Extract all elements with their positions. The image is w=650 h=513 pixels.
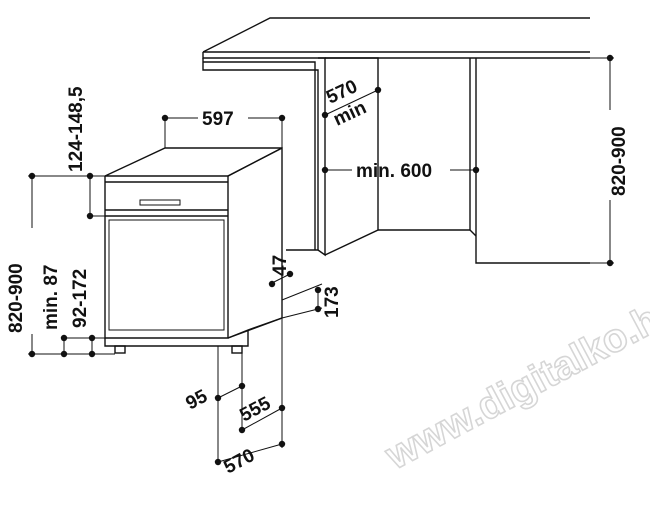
dim-width-597: 597	[161, 109, 286, 148]
dim-top-adjust: 124-148,5	[66, 86, 105, 220]
dim-plinth-range: 92-172	[70, 269, 96, 358]
label-820-900-left: 820-900	[6, 263, 27, 333]
label-173: 173	[322, 286, 343, 318]
label-92-172: 92-172	[70, 269, 91, 328]
label-597: 597	[202, 109, 234, 130]
dim-niche-width: min. 600	[321, 161, 480, 182]
label-820-900-right: 820-900	[609, 126, 630, 196]
watermark: www.digitalko.hu	[378, 285, 650, 478]
label-min-600: min. 600	[356, 161, 432, 182]
dishwasher	[104, 146, 283, 354]
label-570-depth: 570	[220, 445, 258, 478]
label-95: 95	[182, 386, 211, 415]
dim-plinth-min: min. 87	[41, 265, 105, 358]
label-47: 47	[270, 255, 291, 276]
label-min-87: min. 87	[41, 265, 62, 330]
kitchen-cabinet	[202, 17, 590, 264]
dim-niche-depth: 570 min	[321, 76, 382, 131]
dim-door-offset: 47	[268, 255, 294, 288]
dim-height-left: 820-900	[6, 172, 115, 358]
dim-depth: 95 555 570	[182, 318, 286, 478]
dim-height-right: 820-900	[590, 54, 630, 267]
label-124-148-5: 124-148,5	[66, 86, 87, 172]
dim-plinth-173: 173	[281, 283, 343, 319]
